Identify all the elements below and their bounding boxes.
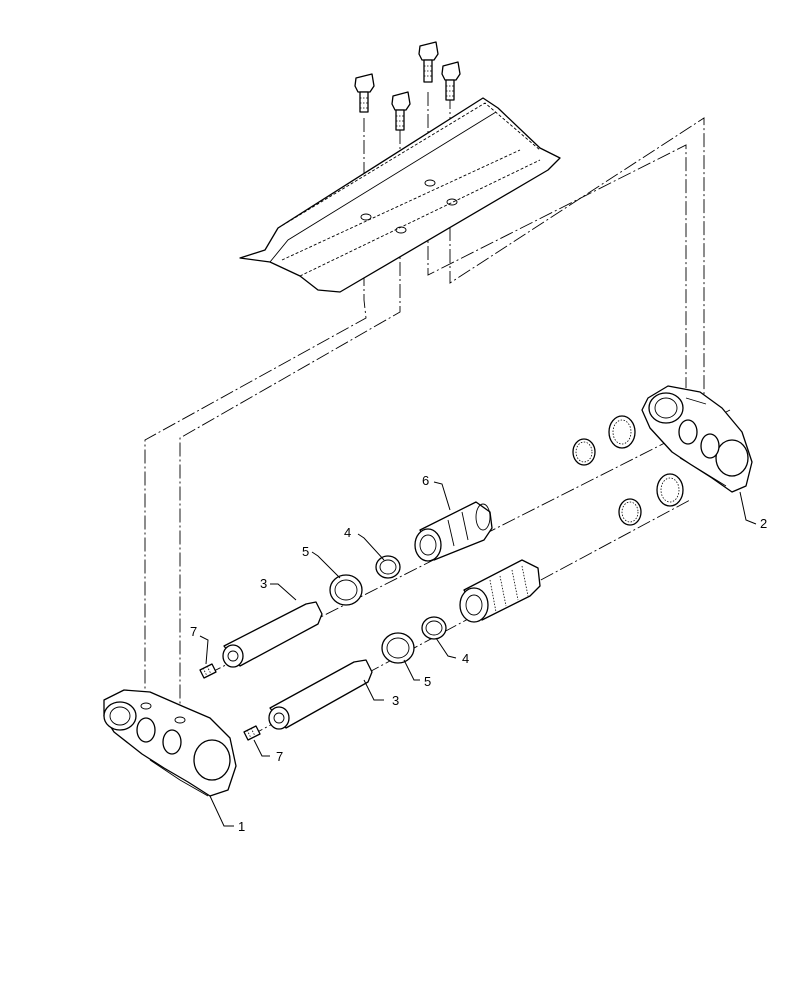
track-link-left: [103, 689, 237, 797]
leader-lines: [199, 481, 757, 827]
bushing-upper: [414, 501, 493, 562]
callout-pin-upper: 3: [260, 576, 267, 591]
plug-upper: [199, 663, 217, 679]
callout-link-left: 1: [238, 819, 245, 834]
shoe-bolts: [354, 41, 461, 131]
seal-rings-right: [572, 415, 684, 526]
callout-ring-lower: 4: [462, 651, 469, 666]
callout-seal-lower: 5: [424, 674, 431, 689]
plug-lower: [243, 725, 261, 741]
pin-upper: [222, 601, 323, 668]
seal-lower: [381, 632, 415, 664]
callout-pin-lower: 3: [392, 693, 399, 708]
hex-bolt-icon: [441, 61, 461, 101]
callout-ring-upper: 4: [344, 525, 351, 540]
ring-upper: [375, 555, 401, 579]
callout-plug-lower: 7: [276, 749, 283, 764]
callout-seal-upper: 5: [302, 544, 309, 559]
callout-bushing: 6: [422, 473, 429, 488]
callout-link-right: 2: [760, 516, 767, 531]
track-shoe: [239, 97, 561, 293]
hex-bolt-icon: [354, 73, 375, 113]
hex-bolt-icon: [418, 41, 439, 83]
ring-lower: [421, 616, 447, 640]
hex-bolt-icon: [391, 91, 411, 131]
seal-upper: [329, 574, 363, 606]
callout-labels: 1 2 3 3 4 4 5 5 6 7 7: [190, 473, 767, 834]
bushing-lower: [459, 559, 541, 623]
track-link-right: [641, 385, 753, 493]
callout-plug-upper: 7: [190, 624, 197, 639]
pin-lower: [268, 659, 373, 730]
